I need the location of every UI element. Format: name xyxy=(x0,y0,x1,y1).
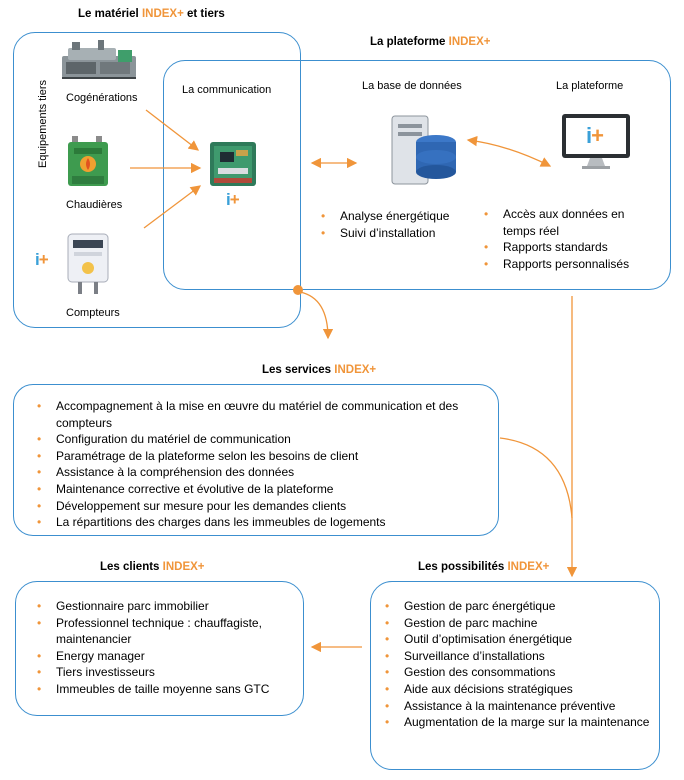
equipment-iplus-logo: i+ xyxy=(35,250,49,269)
cogeneration-icon xyxy=(62,40,136,79)
arrow-to-services xyxy=(299,291,334,340)
clients-item: Immeubles de taille moyenne sans GTC xyxy=(34,681,294,698)
database-item: Suivi d’installation xyxy=(318,225,449,242)
plateforme-item: Accès aux données en temps réel xyxy=(481,206,656,239)
services-items: Accompagnement à la mise en œuvre du mat… xyxy=(34,398,484,531)
meter-icon xyxy=(67,233,109,294)
clients-item: Energy manager xyxy=(34,648,294,665)
possibilites-item: Outil d’optimisation énergétique xyxy=(382,631,652,648)
clients-title: Les clients INDEX+ xyxy=(100,561,205,573)
services-box xyxy=(13,384,499,536)
arrow-compteurs xyxy=(143,185,202,229)
chaudieres-label: Chaudières xyxy=(66,199,123,211)
communication-label: La communication xyxy=(182,84,272,96)
database-items: Analyse énergétique Suivi d’installation xyxy=(318,208,449,241)
materiel-box xyxy=(13,32,301,328)
compteurs-label: Compteurs xyxy=(66,307,120,319)
services-item: Accompagnement à la mise en œuvre du mat… xyxy=(34,398,484,431)
possibilites-item: Augmentation de la marge sur la maintena… xyxy=(382,714,652,731)
arrow-cogeneration xyxy=(145,109,200,151)
clients-item: Tiers investisseurs xyxy=(34,664,294,681)
possibilites-items: Gestion de parc énergétique Gestion de p… xyxy=(382,598,652,731)
monitor-icon xyxy=(562,114,630,169)
possibilites-box xyxy=(370,581,660,770)
services-item: La répartitions des charges dans les imm… xyxy=(34,514,484,531)
arrow-db-plateforme xyxy=(466,135,552,167)
clients-item: Gestionnaire parc immobilier xyxy=(34,598,294,615)
services-item: Configuration du matériel de communicati… xyxy=(34,431,484,448)
clients-box xyxy=(15,581,304,716)
plateforme-item: Rapports standards xyxy=(481,239,656,256)
services-item: Paramétrage de la plateforme selon les b… xyxy=(34,448,484,465)
plateforme-label: La plateforme xyxy=(556,80,624,92)
clients-items: Gestionnaire parc immobilier Professionn… xyxy=(34,598,294,698)
clients-item: Professionnel technique : chauffagiste, … xyxy=(34,615,294,648)
monitor-iplus-logo: i+ xyxy=(586,123,604,148)
services-title: Les services INDEX+ xyxy=(262,364,377,376)
plateforme-title: La plateforme INDEX+ xyxy=(370,36,491,48)
possibilites-item: Gestion de parc énergétique xyxy=(382,598,652,615)
junction-dot xyxy=(293,285,303,295)
plateforme-box xyxy=(163,60,671,290)
communication-iplus-logo: i+ xyxy=(226,190,240,209)
database-label: La base de données xyxy=(362,80,462,92)
plateforme-item: Rapports personnalisés xyxy=(481,256,656,273)
boiler-icon xyxy=(68,136,108,186)
communication-board-icon xyxy=(210,142,256,186)
possibilites-item: Gestion des consommations xyxy=(382,664,652,681)
database-item: Analyse énergétique xyxy=(318,208,449,225)
services-item: Maintenance corrective et évolutive de l… xyxy=(34,481,484,498)
possibilites-item: Surveillance d’installations xyxy=(382,648,652,665)
possibilites-item: Aide aux décisions stratégiques xyxy=(382,681,652,698)
arrow-services-merge xyxy=(499,437,573,519)
possibilites-item: Gestion de parc machine xyxy=(382,615,652,632)
plateforme-items: Accès aux données en temps réel Rapports… xyxy=(481,206,656,272)
database-server-icon xyxy=(391,115,456,185)
cogeneration-label: Cogénérations xyxy=(66,92,138,104)
services-item: Développement sur mesure pour les demand… xyxy=(34,498,484,515)
possibilites-item: Assistance à la maintenance préventive xyxy=(382,698,652,715)
services-item: Assistance à la compréhension des donnée… xyxy=(34,464,484,481)
possibilites-title: Les possibilités INDEX+ xyxy=(418,561,550,573)
equipements-tiers-label: Equipements tiers xyxy=(37,79,49,169)
materiel-title: Le matériel INDEX+ et tiers xyxy=(78,8,225,20)
